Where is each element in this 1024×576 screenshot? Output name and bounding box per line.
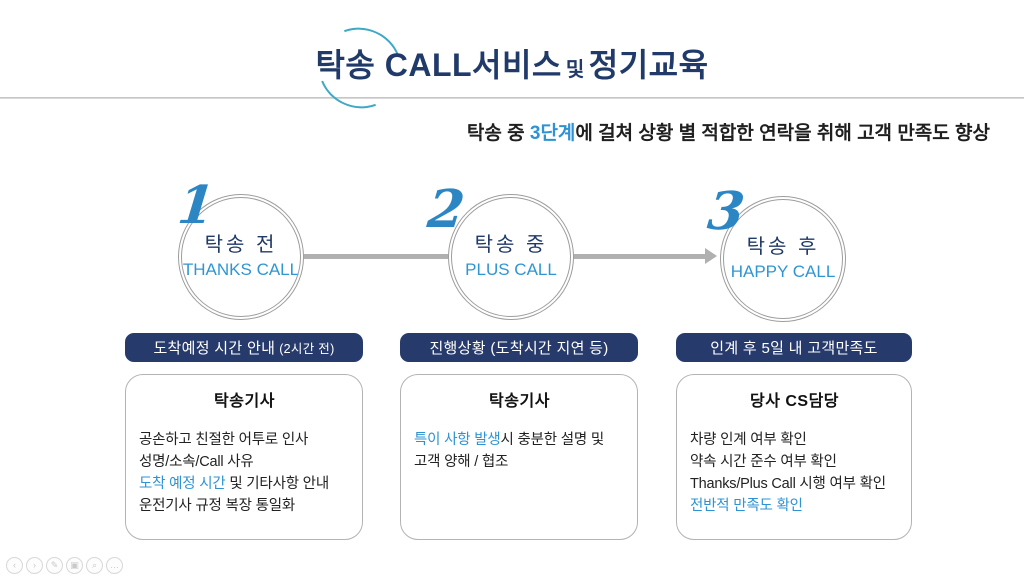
header-divider-line xyxy=(0,97,1024,99)
card-text-line: 공손하고 친절한 어투로 인사 xyxy=(139,432,309,448)
title-main-right: 정기교육 xyxy=(588,47,709,83)
subtitle: 탁송 중 3단계에 걸쳐 상황 별 적합한 연락을 취해 고객 만족도 향상 xyxy=(467,118,990,145)
step-circle-before: 탁송 전 THANKS CALL xyxy=(178,194,304,320)
step-call-label: PLUS CALL xyxy=(465,260,557,279)
card-title: 탁송기사 xyxy=(214,393,275,410)
card-text-line: 차량 인계 여부 확인 xyxy=(690,432,807,448)
section-header-arrival-notice: 도착예정 시간 안내(2시간 전) xyxy=(125,333,363,362)
title-connector: 및 xyxy=(565,59,585,81)
all-slides-icon[interactable]: ▣ xyxy=(66,557,83,574)
bar-main-text: 진행상황 (도착시간 지연 등) xyxy=(429,340,609,357)
card-text-line: Thanks/Plus Call 시행 여부 확인 xyxy=(690,476,886,492)
card-text-line: 도착 예정 시간 및 기타사항 안내 xyxy=(139,476,329,492)
pen-icon[interactable]: ✎ xyxy=(46,557,63,574)
step-circle-after: 탁송 후 HAPPY CALL xyxy=(720,196,846,322)
bar-main-text: 인계 후 5일 내 고객만족도 xyxy=(710,340,878,357)
card-title: 탁송기사 xyxy=(489,393,550,410)
step-stage-label: 탁송 중 xyxy=(474,234,548,256)
more-options-icon[interactable]: … xyxy=(106,557,123,574)
next-slide-icon[interactable]: › xyxy=(26,557,43,574)
step-circle-during: 탁송 중 PLUS CALL xyxy=(448,194,574,320)
bar-main-text: 도착예정 시간 안내 xyxy=(153,340,276,357)
presenter-toolbar: ‹ › ✎ ▣ ⌕ … xyxy=(6,557,123,574)
step-stage-label: 탁송 후 xyxy=(746,236,820,258)
subtitle-post: 에 걸쳐 상황 별 적합한 연락을 취해 고객 만족도 향상 xyxy=(575,123,990,144)
title-main-left: 탁송 CALL서비스 xyxy=(315,47,562,83)
previous-slide-icon[interactable]: ‹ xyxy=(6,557,23,574)
card-text-line: 전반적 만족도 확인 xyxy=(690,498,803,514)
section-header-satisfaction: 인계 후 5일 내 고객만족도 xyxy=(676,333,912,362)
zoom-icon[interactable]: ⌕ xyxy=(86,557,103,574)
section-header-progress: 진행상황 (도착시간 지연 등) xyxy=(400,333,638,362)
step-stage-label: 탁송 전 xyxy=(204,234,278,256)
step-number-3: 3 xyxy=(704,181,748,242)
step-call-label: THANKS CALL xyxy=(182,260,300,279)
connector-arrow-icon xyxy=(705,248,717,264)
card-text-line: 특이 사항 발생시 충분한 설명 및 xyxy=(414,432,604,448)
subtitle-accent: 3단계 xyxy=(529,123,576,144)
step-call-label: HAPPY CALL xyxy=(730,262,836,281)
card-text-line: 고객 양해 / 협조 xyxy=(414,454,509,470)
connector-line-2-3 xyxy=(574,254,705,259)
card-text-line: 운전기사 규정 복장 통일화 xyxy=(139,498,296,514)
card-title: 당사 CS담당 xyxy=(749,393,840,410)
step-number-1: 1 xyxy=(174,175,218,236)
bar-sub-text: (2시간 전) xyxy=(279,342,335,356)
step-number-2: 2 xyxy=(424,179,468,240)
card-text-line: 성명/소속/Call 사유 xyxy=(139,454,254,470)
connector-line-1-2 xyxy=(304,254,448,259)
card-text-line: 약속 시간 준수 여부 확인 xyxy=(690,454,837,470)
subtitle-pre: 탁송 중 xyxy=(466,123,530,144)
